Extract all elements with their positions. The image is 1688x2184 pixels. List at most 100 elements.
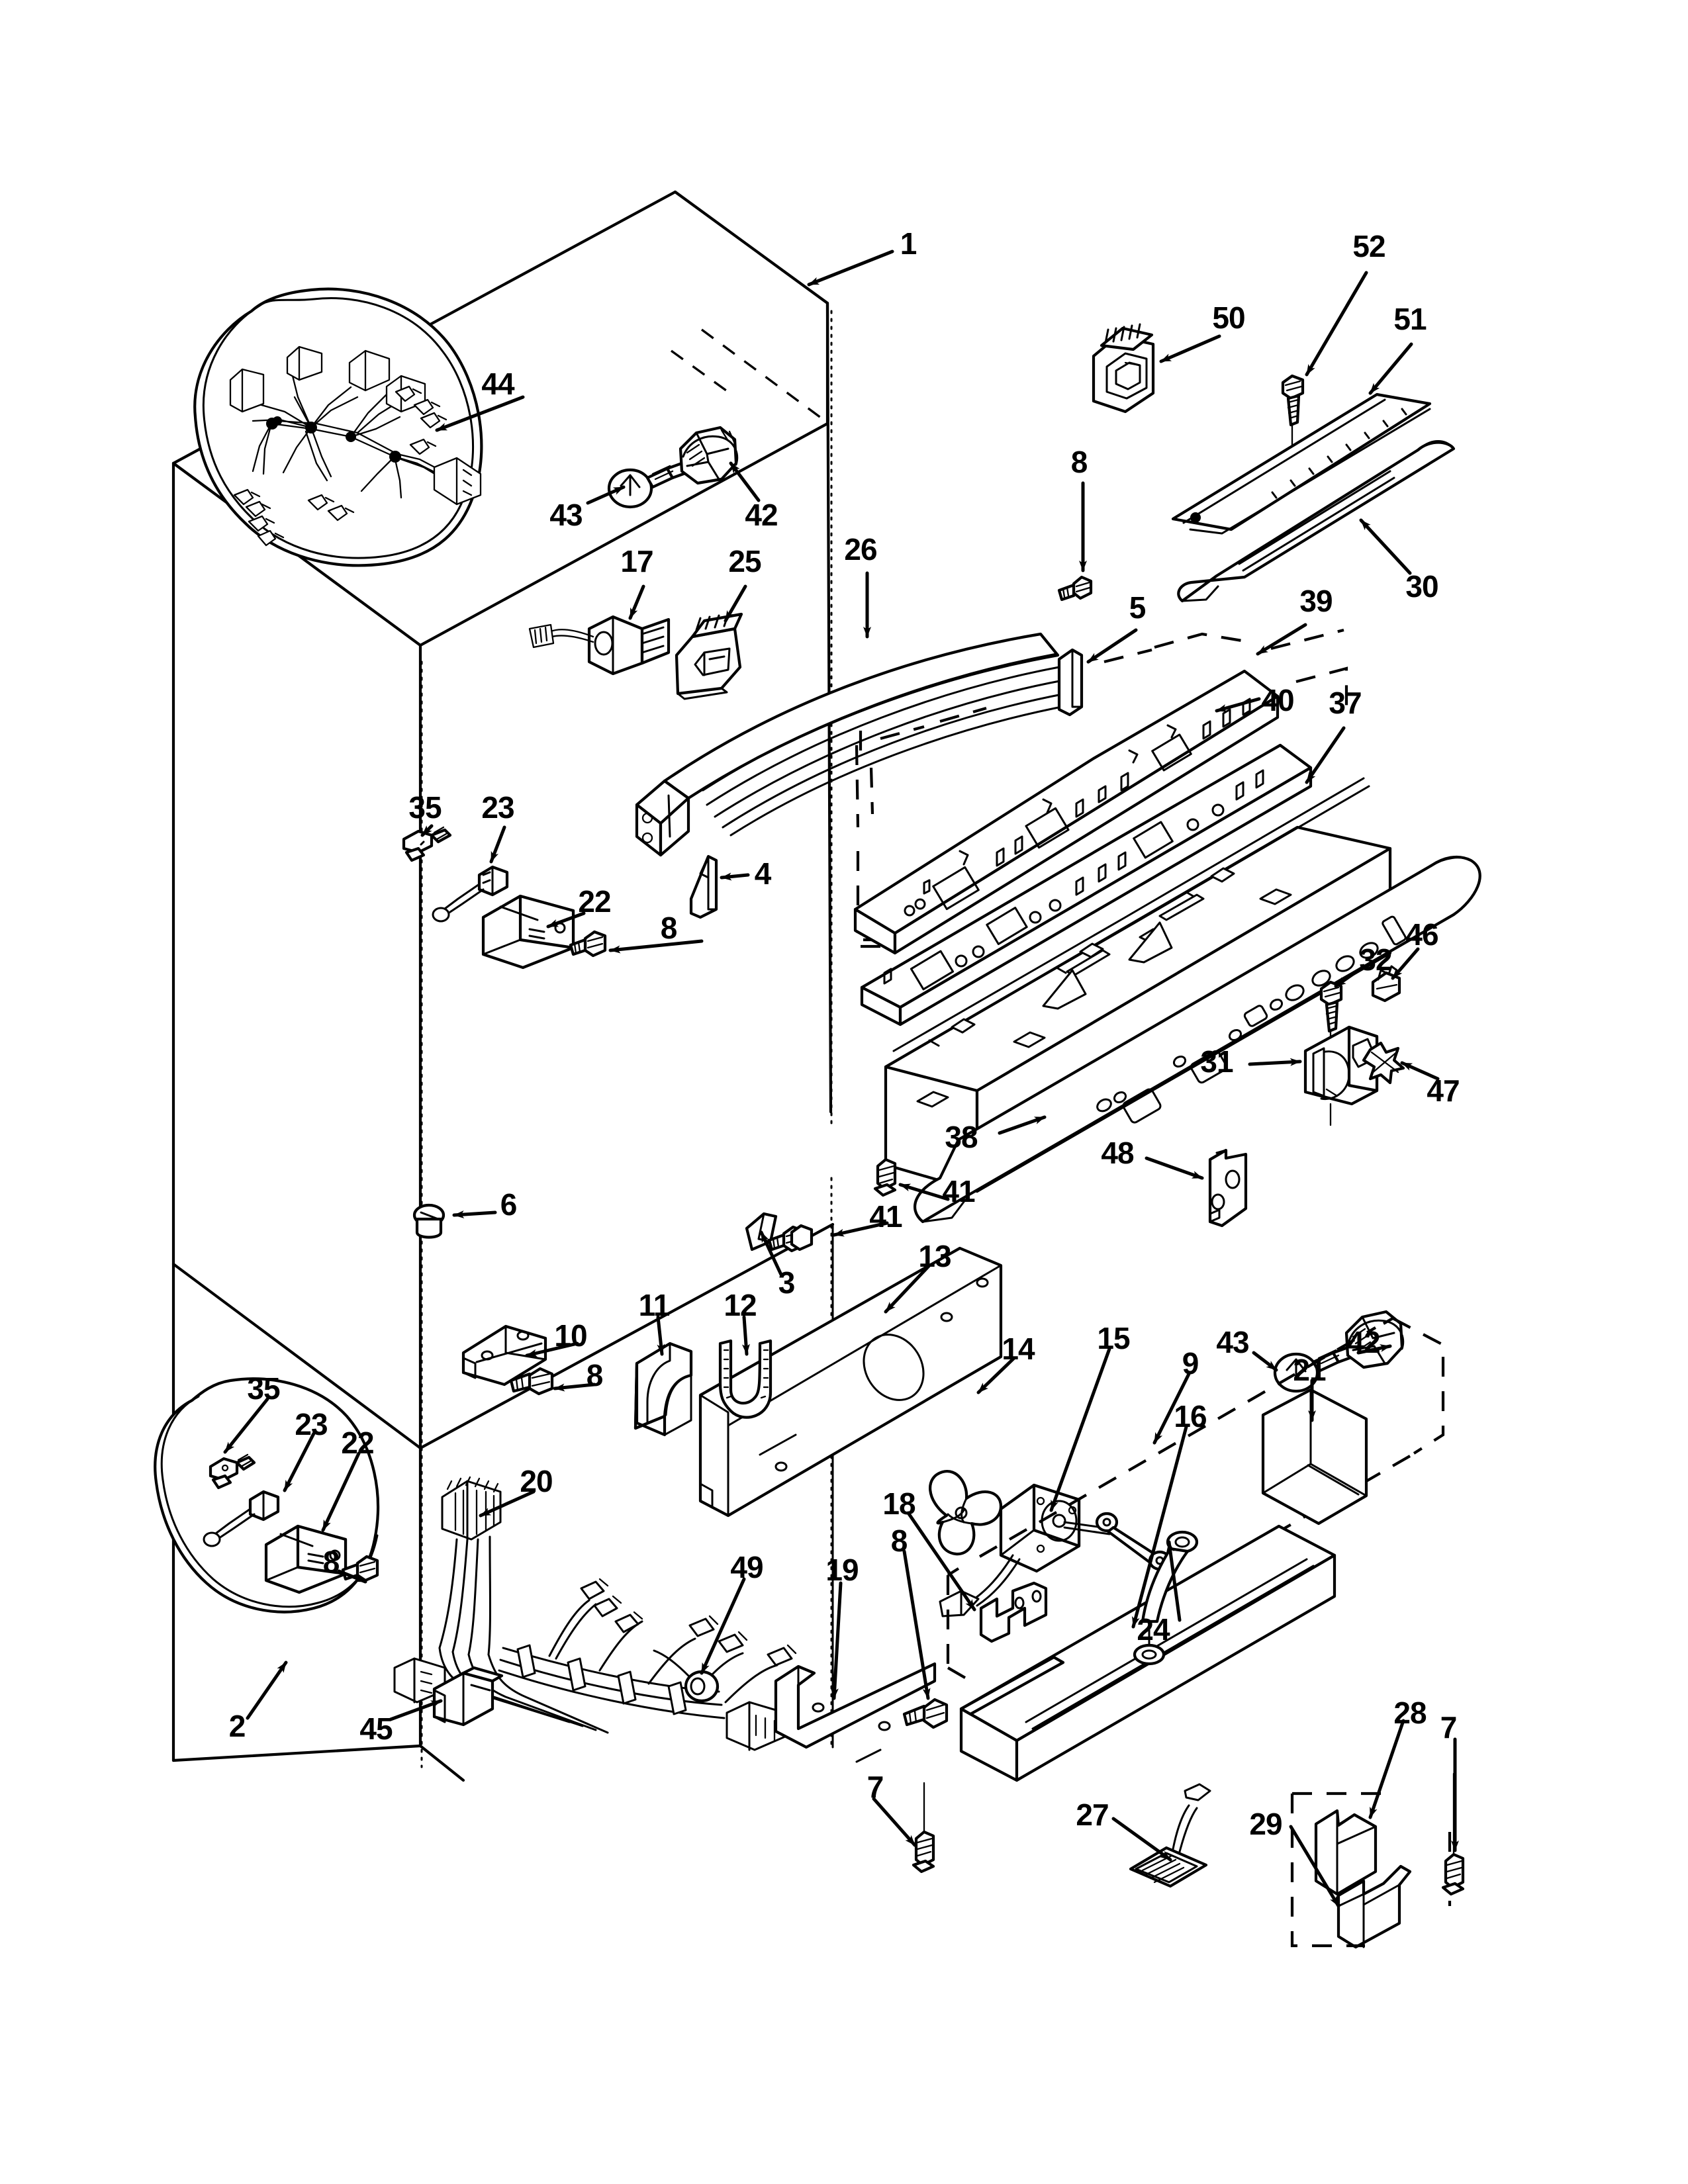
part-6-grommet [412, 1203, 445, 1239]
part-49-grommet [653, 1649, 720, 1703]
callout-number-39: 39 [1299, 584, 1333, 618]
callout-number-13: 13 [918, 1239, 951, 1273]
callout-number-10: 10 [554, 1318, 587, 1353]
callout-number-40: 40 [1261, 683, 1294, 717]
callout-number-44: 44 [481, 367, 514, 401]
callout-number-38: 38 [945, 1120, 978, 1154]
callout-number-48: 48 [1101, 1136, 1134, 1170]
part-23-wire-lead-lower [203, 1490, 280, 1547]
callout-number-37: 37 [1329, 686, 1362, 720]
callout-number-43: 43 [549, 498, 583, 532]
part-51-shield-plate [1171, 392, 1432, 535]
callout-number-5: 5 [1129, 590, 1147, 625]
part-30-light-diffuser [1177, 440, 1456, 603]
callout-number-12: 12 [724, 1288, 757, 1322]
callout-number-14: 14 [1002, 1332, 1035, 1366]
part-28-damper-block [1314, 1809, 1378, 1896]
callout-number-23: 23 [295, 1407, 328, 1441]
callout-number-7: 7 [867, 1770, 884, 1804]
part-38-panel-face [914, 855, 1481, 1224]
callout-number-2: 2 [228, 1709, 246, 1743]
part-control-board-lower [860, 743, 1313, 1026]
callout-number-32: 32 [1359, 942, 1392, 977]
part-23-wire-lead-upper [432, 865, 509, 923]
part-20-harness-lower [393, 1476, 797, 1751]
part-17-switch [528, 615, 671, 676]
part-10-bracket [461, 1324, 547, 1387]
part-8-screw-fan [902, 1698, 949, 1729]
callout-number-8: 8 [890, 1524, 908, 1558]
callout-number-20: 20 [520, 1464, 553, 1498]
callout-number-27: 27 [1076, 1797, 1109, 1832]
part-45-wire-cover [432, 1666, 504, 1727]
callout-number-22: 22 [578, 884, 611, 919]
callout-number-4: 4 [754, 856, 772, 891]
part-7-screw-right [1441, 1772, 1465, 1896]
part-15-fan-motor [939, 1483, 1113, 1617]
part-35-terminal-lower [209, 1453, 256, 1490]
part-8-screw-bracket [509, 1367, 554, 1396]
callout-number-41: 41 [942, 1174, 975, 1208]
callout-number-17: 17 [620, 544, 653, 578]
part-43-bulb-lower [1273, 1345, 1355, 1393]
part-4-trim-clip [689, 854, 718, 919]
part-19-fan-bracket [774, 1662, 937, 1763]
callout-number-25: 25 [728, 544, 761, 578]
part-42-socket-upper [679, 426, 739, 485]
part-32-screw [1319, 980, 1343, 1058]
part-35-terminal-upper [402, 826, 452, 862]
part-25-light-switch [675, 612, 743, 700]
callout-number-19: 19 [825, 1553, 859, 1587]
part-22-thermostat-upper [481, 894, 575, 970]
callout-number-35: 35 [247, 1371, 280, 1406]
part-40-control-board-upper [853, 669, 1280, 955]
callout-number-26: 26 [844, 532, 877, 567]
part-11-duct-block [633, 1342, 693, 1437]
part-26-wire-conduit [635, 632, 1070, 857]
callout-number-31: 31 [1200, 1044, 1233, 1079]
callout-number-24: 24 [1137, 1612, 1170, 1647]
part-48-mounting-plate [1208, 1148, 1248, 1228]
callout-number-35: 35 [408, 790, 442, 825]
callout-number-52: 52 [1352, 229, 1385, 263]
part-21-air-duct [946, 1317, 1445, 1782]
part-27-defrost-terminal [1129, 1783, 1211, 1888]
part-13-divider-panel [698, 1246, 1003, 1518]
callout-number-42: 42 [745, 498, 778, 532]
part-50-receptacle [1092, 323, 1155, 414]
callout-number-30: 30 [1405, 569, 1438, 604]
callout-number-7: 7 [1440, 1710, 1458, 1745]
callout-number-43: 43 [1216, 1325, 1249, 1359]
part-9-link-rod [1095, 1512, 1172, 1571]
callout-number-8: 8 [322, 1545, 340, 1579]
part-12-u-clip [718, 1339, 773, 1419]
callout-number-8: 8 [586, 1358, 604, 1392]
part-44-wire-harness [193, 287, 483, 567]
callout-number-49: 49 [730, 1550, 763, 1584]
part-47-star-washer [1362, 1041, 1405, 1085]
callout-number-29: 29 [1249, 1807, 1282, 1841]
part-24-damper-lever [1133, 1530, 1199, 1666]
part-8-screw-upper [1057, 575, 1093, 602]
callout-number-51: 51 [1393, 302, 1427, 336]
callout-number-50: 50 [1212, 300, 1245, 335]
housing-edge-lines [892, 777, 1370, 1060]
part-14-fan-blade [928, 1469, 1003, 1556]
callout-number-3: 3 [778, 1265, 796, 1300]
callout-number-46: 46 [1405, 917, 1438, 952]
callout-number-45: 45 [359, 1711, 393, 1746]
callout-number-8: 8 [660, 911, 678, 945]
part-5-spacer [1057, 648, 1084, 717]
callout-number-21: 21 [1293, 1353, 1326, 1387]
callout-number-42: 42 [1347, 1325, 1380, 1359]
callout-number-23: 23 [481, 790, 514, 825]
part-41-screw-b [790, 1224, 814, 1251]
part-41-screw-a [873, 1115, 897, 1197]
callout-number-16: 16 [1174, 1399, 1207, 1433]
part-8-screw-mid [569, 930, 607, 958]
callout-number-22: 22 [341, 1426, 374, 1460]
callout-number-9: 9 [1182, 1346, 1199, 1381]
callout-number-28: 28 [1393, 1696, 1427, 1730]
